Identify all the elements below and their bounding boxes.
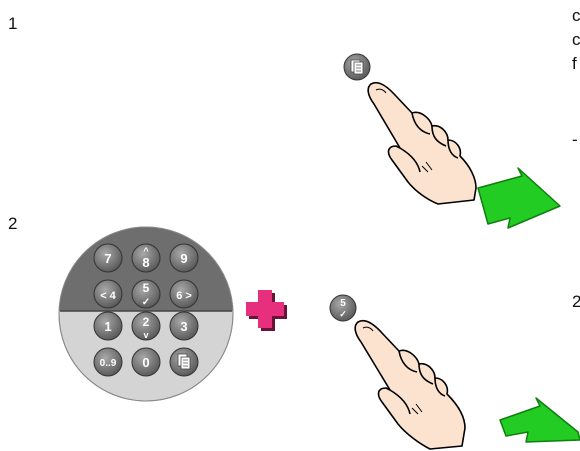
svg-text:0: 0 <box>142 355 149 370</box>
keypad-key-5[interactable]: 5 ✓ <box>132 280 160 308</box>
button-5-icon: 5 ✓ <box>330 295 356 321</box>
hand-pointer-icon-2 <box>355 321 465 449</box>
keypad-key-4[interactable]: < 4 <box>94 280 122 308</box>
hand-pointer-icon <box>368 83 476 204</box>
svg-text:v: v <box>143 330 148 340</box>
keypad-key-9[interactable]: 9 <box>170 244 198 272</box>
svg-text:3: 3 <box>180 319 187 334</box>
green-arrow-icon-2 <box>500 398 580 442</box>
svg-text:6 >: 6 > <box>176 290 192 302</box>
keypad-key-2[interactable]: 2 v <box>132 312 160 340</box>
keypad-key-3[interactable]: 3 <box>170 312 198 340</box>
svg-text:9: 9 <box>180 251 187 266</box>
keypad-copy-key-icon[interactable] <box>170 348 198 376</box>
svg-text:5: 5 <box>143 281 150 295</box>
keypad-key-1[interactable]: 1 <box>94 312 122 340</box>
keypad-key-7[interactable]: 7 <box>94 244 122 272</box>
svg-text:7: 7 <box>104 251 111 266</box>
svg-text:8: 8 <box>142 255 149 270</box>
green-arrow-icon <box>478 168 560 228</box>
svg-text:0..9: 0..9 <box>100 358 117 369</box>
keypad-key-0-9[interactable]: 0..9 <box>94 348 122 376</box>
svg-text:< 4: < 4 <box>100 290 116 302</box>
plus-icon <box>246 290 287 331</box>
svg-text:✓: ✓ <box>142 297 150 308</box>
keypad-key-8[interactable]: ^ 8 <box>132 244 160 272</box>
svg-text:2: 2 <box>143 315 150 329</box>
svg-text:5: 5 <box>340 298 346 309</box>
svg-text:1: 1 <box>104 319 111 334</box>
svg-text:✓: ✓ <box>339 309 347 319</box>
keypad-key-0[interactable]: 0 <box>132 348 160 376</box>
copy-button-icon <box>344 54 370 80</box>
keypad-key-6[interactable]: 6 > <box>170 280 198 308</box>
